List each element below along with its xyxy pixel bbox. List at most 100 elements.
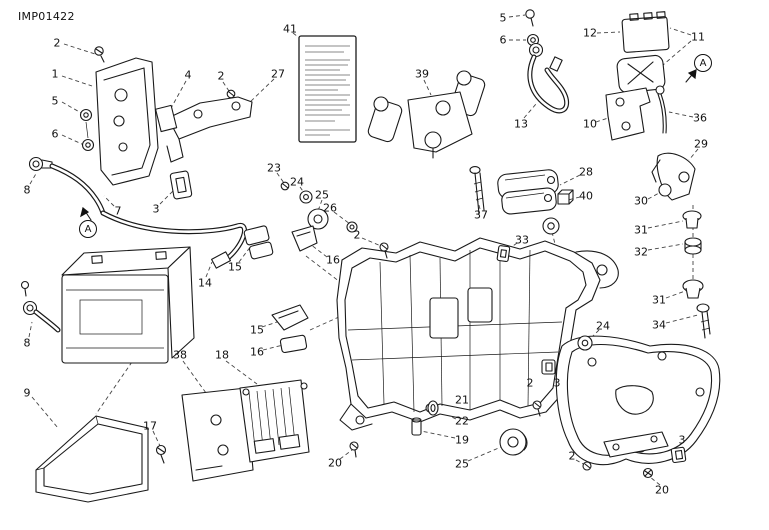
callout-24: 24 xyxy=(290,175,304,189)
callout-16: 16 xyxy=(250,345,264,359)
callout-11: 11 xyxy=(691,30,705,44)
warning-label xyxy=(298,35,357,143)
callout-3: 3 xyxy=(553,376,561,390)
shield-clip-upper xyxy=(541,359,556,375)
washer-spacer-stack xyxy=(79,108,95,152)
rubber-mount-large xyxy=(499,428,528,456)
lower-tray xyxy=(35,415,149,503)
callout-3: 3 xyxy=(678,433,686,447)
washer-under-solenoid xyxy=(542,217,560,235)
grommet-small xyxy=(427,400,439,416)
ref-arrow-left xyxy=(80,206,92,221)
pad-bracket-upper xyxy=(243,225,318,260)
callout-16: 16 xyxy=(326,253,340,267)
tray-screw-bottom xyxy=(349,441,359,458)
shield-screw-upper xyxy=(532,400,542,417)
mount-plate xyxy=(95,57,159,186)
ref-arrow-right xyxy=(685,69,697,83)
screw-top-left xyxy=(94,46,105,63)
callout-36: 36 xyxy=(693,111,707,125)
callout-27: 27 xyxy=(271,67,285,81)
bottom-screw-right xyxy=(642,467,654,479)
callout-2: 2 xyxy=(353,228,361,242)
callout-3: 3 xyxy=(152,202,160,216)
ref-marker-A: A xyxy=(79,220,97,238)
tray-screw xyxy=(379,242,389,259)
solenoid-bolt xyxy=(469,166,485,215)
callout-31: 31 xyxy=(634,223,648,237)
callout-28: 28 xyxy=(579,165,593,179)
page-code: IMP01422 xyxy=(18,10,75,23)
callout-2: 2 xyxy=(217,69,225,83)
callout-23: 23 xyxy=(267,161,281,175)
heat-plate xyxy=(181,387,254,482)
callout-30: 30 xyxy=(634,194,648,208)
relay-and-holder xyxy=(616,11,670,94)
upper-bracket xyxy=(155,89,253,163)
callout-15: 15 xyxy=(250,323,264,337)
callout-20: 20 xyxy=(328,456,342,470)
callout-6: 6 xyxy=(499,33,507,47)
callout-10: 10 xyxy=(583,117,597,131)
bottom-clip xyxy=(670,446,687,464)
callout-31: 31 xyxy=(652,293,666,307)
callout-32: 32 xyxy=(634,245,648,259)
heat-shield xyxy=(555,335,721,466)
callout-15: 15 xyxy=(228,260,242,274)
shield-bolt xyxy=(696,303,711,339)
callout-18: 18 xyxy=(215,348,229,362)
callout-9: 9 xyxy=(23,386,31,400)
callout-8: 8 xyxy=(23,183,31,197)
callout-22: 22 xyxy=(455,414,469,428)
callout-17: 17 xyxy=(143,419,157,433)
bolt-washer-top-right xyxy=(525,9,540,47)
ecu xyxy=(239,379,310,463)
callout-20: 20 xyxy=(655,483,669,497)
callout-13: 13 xyxy=(514,117,528,131)
cable-clamp-left xyxy=(169,170,193,200)
callout-14: 14 xyxy=(198,276,212,290)
callout-37: 37 xyxy=(474,208,488,222)
ground-cable-lower xyxy=(22,300,61,333)
callout-19: 19 xyxy=(455,433,469,447)
fastener-set xyxy=(280,181,358,233)
callout-24: 24 xyxy=(596,319,610,333)
ref-marker-A: A xyxy=(694,54,712,72)
callout-12: 12 xyxy=(583,26,597,40)
grommet-upper-right xyxy=(682,210,702,229)
callout-7: 7 xyxy=(114,204,122,218)
callout-21: 21 xyxy=(455,393,469,407)
callout-2: 2 xyxy=(53,36,61,50)
callout-33: 33 xyxy=(515,233,529,247)
callout-39: 39 xyxy=(415,67,429,81)
ground-cable-upper xyxy=(20,156,106,297)
battery-cable xyxy=(100,210,248,269)
callout-40: 40 xyxy=(579,189,593,203)
relay-bracket xyxy=(605,87,651,141)
callout-25: 25 xyxy=(315,188,329,202)
callout-34: 34 xyxy=(652,318,666,332)
callout-2: 2 xyxy=(526,376,534,390)
coil-mount-assembly xyxy=(367,70,486,159)
tray-clip xyxy=(496,245,511,263)
callout-5: 5 xyxy=(499,11,507,25)
callout-29: 29 xyxy=(694,137,708,151)
callout-4: 4 xyxy=(184,68,192,82)
battery xyxy=(61,246,195,364)
callout-26: 26 xyxy=(323,201,337,215)
callout-1: 1 xyxy=(51,67,59,81)
spacer-right xyxy=(684,237,702,255)
connector-cube xyxy=(557,189,574,205)
callout-38: 38 xyxy=(173,348,187,362)
pad-bracket-lower xyxy=(271,304,309,354)
starter-solenoid xyxy=(497,169,559,215)
lever-bracket xyxy=(651,152,696,201)
bottom-bracket-strip xyxy=(603,431,669,458)
bottom-screw-left xyxy=(582,461,592,471)
ecu-screw xyxy=(155,444,167,464)
callout-6: 6 xyxy=(51,127,59,141)
grommet-lower-right xyxy=(682,279,704,299)
callout-5: 5 xyxy=(51,94,59,108)
